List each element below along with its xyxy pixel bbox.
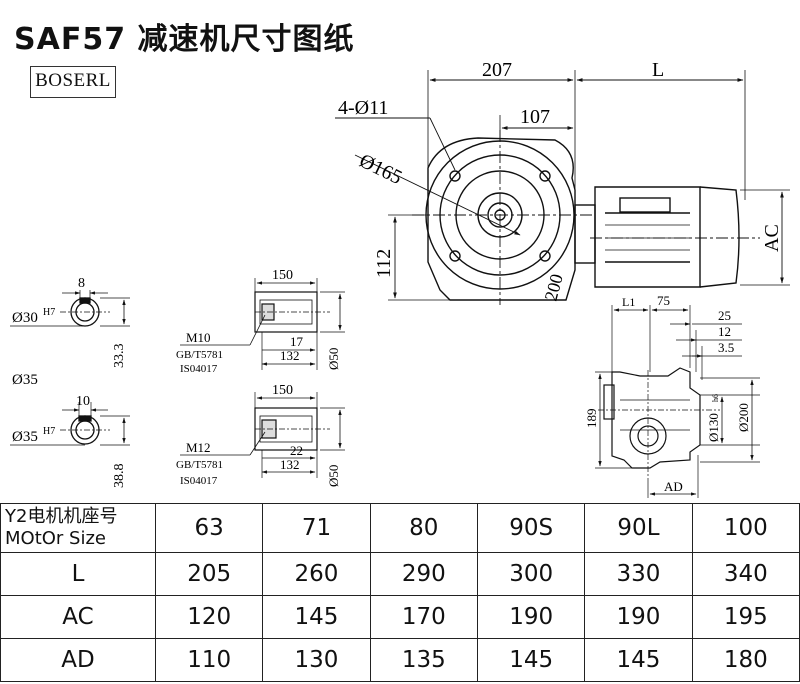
shaft2-dim-35-tol: H7 bbox=[43, 426, 55, 437]
mount-hole-icon bbox=[449, 170, 461, 182]
table-cell: 110 bbox=[154, 638, 264, 682]
table-cell: 260 bbox=[262, 552, 371, 596]
table-cell: 300 bbox=[476, 552, 586, 596]
brand-logo: BOSERL bbox=[30, 66, 116, 98]
table-header-cell: 90L bbox=[584, 503, 693, 553]
shaft1-dim-132: 132 bbox=[280, 348, 300, 363]
table-cell: 145 bbox=[584, 638, 693, 682]
table-cell: 145 bbox=[262, 595, 371, 639]
table-cell: 290 bbox=[369, 552, 478, 596]
shaft1-dim-50: Ø50 bbox=[326, 348, 341, 370]
table-cell: 190 bbox=[476, 595, 586, 639]
shaft-30-view bbox=[10, 290, 130, 327]
dim-L: L bbox=[652, 59, 664, 81]
table-cell: 205 bbox=[154, 552, 264, 596]
dim-107: 107 bbox=[520, 106, 550, 128]
technical-drawing: 207 L 4-Ø11 107 Ø165 112 AC 200 8 Ø30 H7… bbox=[10, 59, 790, 498]
side-dim-L1: L1 bbox=[622, 295, 635, 309]
side-dim-3-5: 3.5 bbox=[718, 340, 734, 355]
side-dim-12: 12 bbox=[718, 324, 731, 339]
side-dim-130-tol: h6 bbox=[711, 394, 720, 402]
shaft2-dim-150: 150 bbox=[272, 383, 293, 398]
motor-size-table: Y2电机机座号 MOtOr Size 63 71 80 90S 90L 100 … bbox=[0, 503, 800, 682]
shaft1-dim-30-tol: H7 bbox=[43, 307, 55, 318]
table-cell: 120 bbox=[154, 595, 264, 639]
mount-hole-icon bbox=[539, 250, 551, 262]
table-cell: 190 bbox=[584, 595, 693, 639]
dim-165: Ø165 bbox=[356, 150, 406, 189]
table-header-cell: 90S bbox=[476, 503, 586, 553]
dim-AC: AC bbox=[761, 224, 783, 252]
shaft2-std1: GB/T5781 bbox=[176, 459, 223, 471]
table-cell: 170 bbox=[369, 595, 478, 639]
table-header-label: Y2电机机座号 MOtOr Size bbox=[0, 503, 156, 553]
dim-112: 112 bbox=[373, 249, 395, 278]
shaft2-dim-22: 22 bbox=[290, 443, 303, 458]
side-housing bbox=[611, 367, 701, 469]
motor-body bbox=[594, 186, 701, 288]
shaft-30-section bbox=[180, 278, 345, 370]
table-row: AC 120 145 170 190 190 195 bbox=[0, 595, 800, 639]
shaft2-dim-132: 132 bbox=[280, 457, 300, 472]
side-dim-25: 25 bbox=[718, 308, 731, 323]
table-header-cell: 71 bbox=[262, 503, 371, 553]
main-view bbox=[335, 70, 790, 305]
shaft1-dim-33: 33.3 bbox=[112, 344, 127, 369]
table-header-cell: 63 bbox=[154, 503, 264, 553]
shaft2-dim-38: 38.8 bbox=[112, 464, 127, 489]
side-dim-75: 75 bbox=[657, 293, 670, 308]
shaft1-dim-8: 8 bbox=[78, 276, 85, 291]
table-row: L 205 260 290 300 330 340 bbox=[0, 552, 800, 596]
mount-hole-icon bbox=[449, 250, 461, 262]
table-cell: 130 bbox=[262, 638, 371, 682]
shaft1-dim-30: Ø30 bbox=[12, 310, 38, 326]
side-dim-AD: AD bbox=[664, 479, 683, 494]
side-view bbox=[595, 305, 760, 498]
mount-hole-icon bbox=[539, 170, 551, 182]
dim-207: 207 bbox=[482, 59, 512, 81]
shaft2-dim-50: Ø50 bbox=[326, 465, 341, 487]
terminal-box bbox=[619, 197, 671, 213]
shaft1-std1: GB/T5781 bbox=[176, 349, 223, 361]
row-label: L bbox=[0, 552, 156, 596]
shaft2-dim-35: Ø35 bbox=[12, 429, 38, 445]
shaft2-thread: M12 bbox=[186, 440, 211, 455]
shaft2-std2: IS04017 bbox=[180, 475, 218, 487]
table-cell: 195 bbox=[691, 595, 800, 639]
shaft2-dim-10: 10 bbox=[76, 394, 90, 409]
table-cell: 145 bbox=[476, 638, 586, 682]
shaft-35-view bbox=[10, 402, 130, 446]
table-cell: 330 bbox=[584, 552, 693, 596]
table-row: AD 110 130 135 145 145 180 bbox=[0, 638, 800, 682]
side-dim-130: Ø130 bbox=[706, 413, 721, 442]
shaft1-dim-150: 150 bbox=[272, 268, 293, 283]
motor-adapter bbox=[574, 204, 596, 264]
shaft2-label: Ø35 bbox=[12, 372, 38, 388]
table-row: Y2电机机座号 MOtOr Size 63 71 80 90S 90L 100 bbox=[0, 503, 800, 553]
shaft1-thread: M10 bbox=[186, 330, 211, 345]
shaft1-dim-17: 17 bbox=[290, 334, 304, 349]
row-label: AC bbox=[0, 595, 156, 639]
row-label: AD bbox=[0, 638, 156, 682]
dim-bolt-holes: 4-Ø11 bbox=[338, 97, 388, 119]
table-cell: 180 bbox=[691, 638, 800, 682]
table-cell: 340 bbox=[691, 552, 800, 596]
gearbox-housing bbox=[427, 137, 576, 301]
side-dim-189: 189 bbox=[584, 409, 599, 429]
shaft-35-section bbox=[180, 392, 345, 478]
page-title: SAF57 减速机尺寸图纸 bbox=[14, 22, 355, 57]
table-cell: 135 bbox=[369, 638, 478, 682]
dim-200-main: 200 bbox=[541, 272, 567, 303]
side-dim-200: Ø200 bbox=[736, 403, 751, 432]
table-header-cell: 80 bbox=[369, 503, 478, 553]
table-header-cell: 100 bbox=[691, 503, 800, 553]
shaft1-std2: IS04017 bbox=[180, 363, 218, 375]
